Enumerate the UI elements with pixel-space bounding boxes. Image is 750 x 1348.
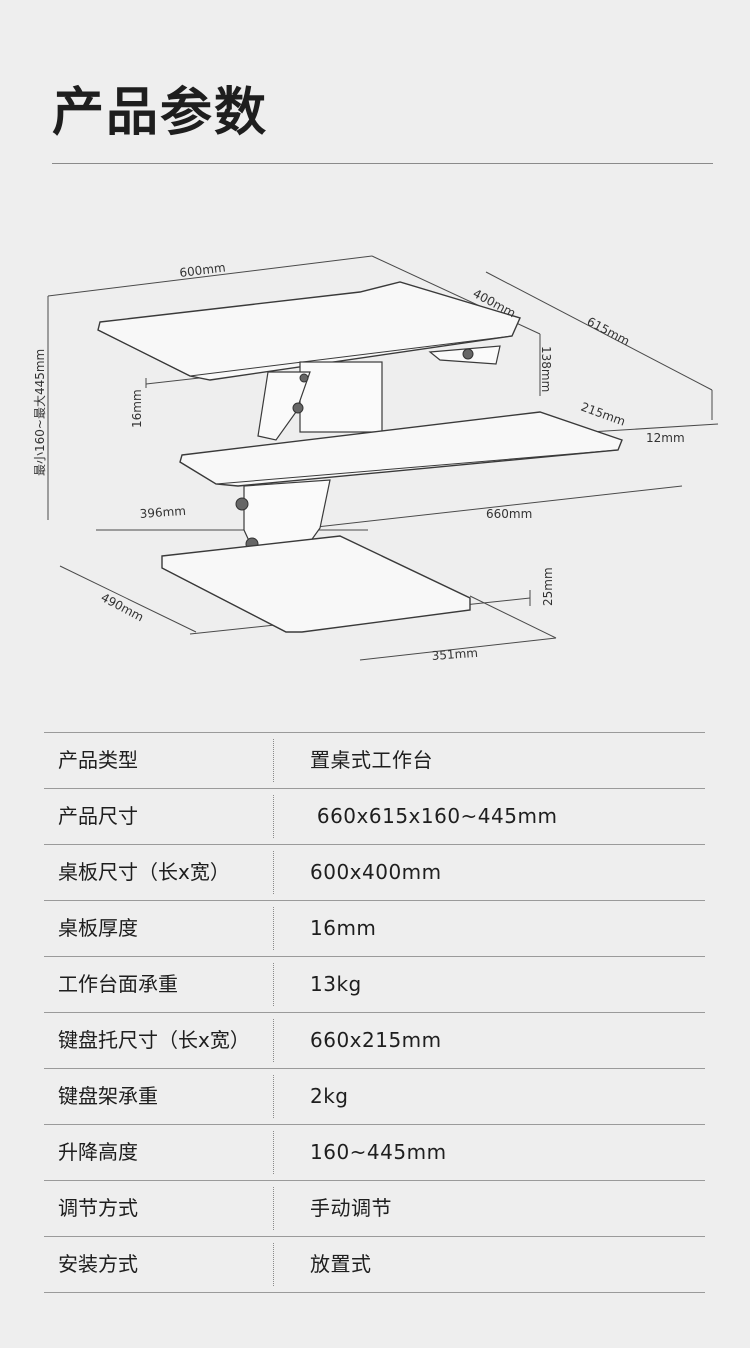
column-divider xyxy=(273,1131,274,1174)
spec-value: 160~445mm xyxy=(310,1140,447,1164)
dim-total-depth: 615mm xyxy=(585,314,632,348)
spec-row: 键盘托尺寸（长x宽） 660x215mm xyxy=(44,1013,705,1069)
column-divider xyxy=(273,739,274,782)
spec-label: 产品尺寸 xyxy=(58,804,138,828)
spec-label: 安装方式 xyxy=(58,1252,138,1276)
dim-tray-thickness: 12mm xyxy=(646,431,685,445)
spec-value: 2kg xyxy=(310,1084,349,1108)
spec-value: 16mm xyxy=(310,916,377,940)
dim-base-front: 351mm xyxy=(431,646,478,663)
spec-label: 产品类型 xyxy=(58,748,138,772)
spec-label: 调节方式 xyxy=(58,1196,138,1220)
spec-label: 键盘托尺寸（长x宽） xyxy=(58,1028,250,1052)
spec-row: 产品尺寸 660x615x160~445mm xyxy=(44,789,705,845)
column-divider xyxy=(273,1019,274,1062)
product-dimension-diagram: 600mm 400mm 615mm 138mm 最小160~最大445mm 16… xyxy=(33,255,719,663)
spec-row: 键盘架承重 2kg xyxy=(44,1069,705,1125)
dim-board-thickness: 16mm xyxy=(130,389,144,428)
dim-height-range: 最小160~最大445mm xyxy=(33,349,47,476)
spec-value: 手动调节 xyxy=(310,1196,392,1220)
dim-width-top: 600mm xyxy=(179,260,227,280)
spec-row: 工作台面承重 13kg xyxy=(44,957,705,1013)
spec-row: 桌板厚度 16mm xyxy=(44,901,705,957)
spec-value: 放置式 xyxy=(310,1252,372,1276)
spec-label: 工作台面承重 xyxy=(58,972,178,996)
spec-row: 产品类型 置桌式工作台 xyxy=(44,732,705,789)
column-divider xyxy=(273,907,274,950)
spec-label: 键盘架承重 xyxy=(58,1084,158,1108)
spec-label: 桌板尺寸（长x宽） xyxy=(58,860,230,884)
spec-label: 桌板厚度 xyxy=(58,916,138,940)
spec-row: 桌板尺寸（长x宽） 600x400mm xyxy=(44,845,705,901)
dim-base-depth: 490mm xyxy=(99,590,146,624)
title-divider xyxy=(52,163,713,164)
spec-table: 产品类型 置桌式工作台 产品尺寸 660x615x160~445mm 桌板尺寸（… xyxy=(44,732,705,1293)
spec-row: 调节方式 手动调节 xyxy=(44,1181,705,1237)
spec-label: 升降高度 xyxy=(58,1140,138,1164)
dim-tray-depth: 215mm xyxy=(579,400,627,429)
column-divider xyxy=(273,851,274,894)
spec-value: 660x215mm xyxy=(310,1028,442,1052)
dim-base-thickness: 25mm xyxy=(541,567,555,606)
spec-value: 660x615x160~445mm xyxy=(310,804,558,828)
column-divider xyxy=(273,963,274,1006)
column-divider xyxy=(273,1187,274,1230)
spec-value: 600x400mm xyxy=(310,860,442,884)
page-title: 产品参数 xyxy=(52,83,269,143)
dim-riser-height: 138mm xyxy=(539,346,553,392)
spec-value: 置桌式工作台 xyxy=(310,748,433,772)
spec-row: 升降高度 160~445mm xyxy=(44,1125,705,1181)
column-divider xyxy=(273,1243,274,1286)
dim-base-width-label: 396mm xyxy=(139,504,186,521)
column-divider xyxy=(273,795,274,838)
spec-value: 13kg xyxy=(310,972,362,996)
spec-row: 安装方式 放置式 xyxy=(44,1237,705,1293)
column-divider xyxy=(273,1075,274,1118)
dim-tray-width: 660mm xyxy=(486,507,532,521)
